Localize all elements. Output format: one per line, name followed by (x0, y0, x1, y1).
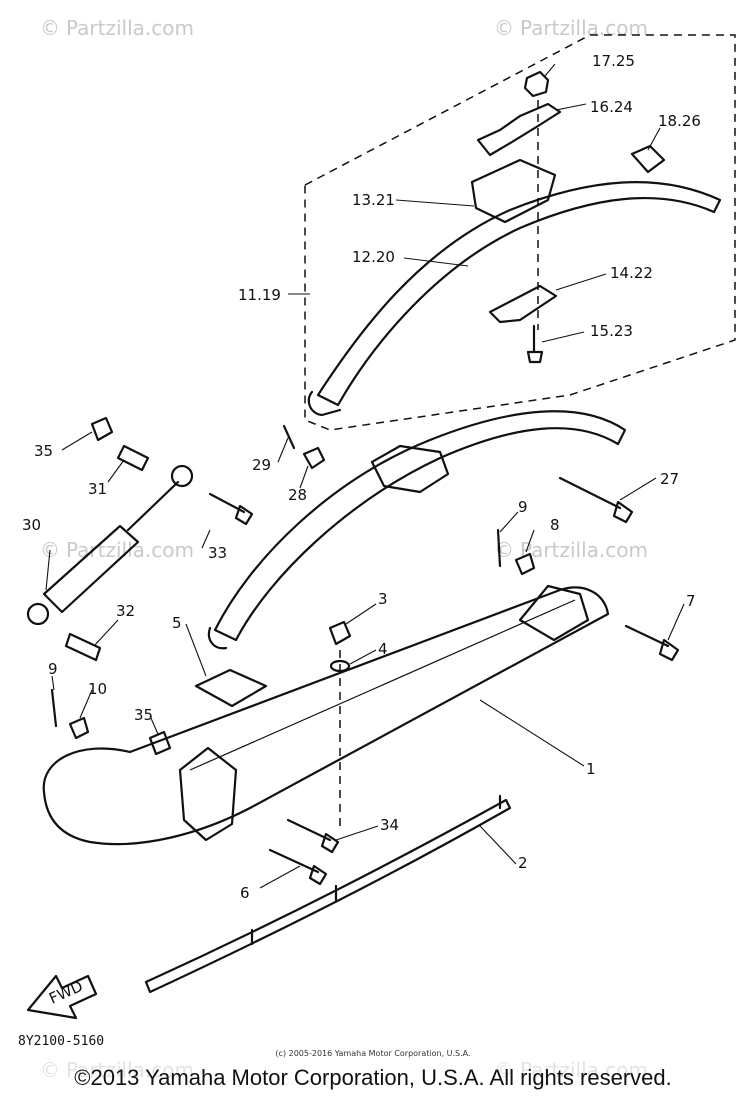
collar-32 (64, 632, 102, 662)
nut-3 (328, 620, 352, 646)
callout: 17.25 (592, 52, 635, 70)
bushing-35-lower (148, 730, 172, 756)
cotter-pin-29 (282, 424, 296, 450)
callout: 1 (586, 760, 596, 778)
pin-9-front (50, 688, 58, 728)
small-copyright: (c) 2005-2016 Yamaha Motor Corporation, … (275, 1049, 471, 1058)
bushing-35 (90, 416, 114, 442)
callout: 27 (660, 470, 679, 488)
nut-28 (302, 446, 326, 470)
callout: 14.22 (610, 264, 653, 282)
shock-body (42, 524, 140, 614)
callout: 15.23 (590, 322, 633, 340)
spring-plate (488, 284, 558, 324)
shock-eye-top (170, 464, 194, 488)
watermark: ©Partzilla.com (494, 16, 648, 40)
callout: 3 (378, 590, 388, 608)
assembly-outline (304, 34, 736, 431)
spring-eye-upper (307, 390, 342, 417)
callout: 16.24 (590, 98, 633, 116)
spring-clamp (476, 102, 562, 157)
shock-eye-bottom (26, 602, 50, 626)
callout: 8 (550, 516, 560, 534)
watermark: ©Partzilla.com (40, 16, 194, 40)
leaf-spring-lower (213, 410, 627, 642)
spring-seat (470, 158, 557, 224)
plate-5 (194, 668, 268, 708)
bolt-34 (286, 818, 340, 854)
ski-edge-line (189, 599, 576, 771)
bolt-33 (208, 492, 254, 526)
leader-lines (45, 63, 685, 889)
nut-8 (514, 552, 536, 576)
callout: 4 (378, 640, 388, 658)
ski (42, 586, 610, 846)
callout: 13.21 (352, 191, 395, 209)
callout: 30 (22, 516, 41, 534)
copyright-notice: ©2013 Yamaha Motor Corporation, U.S.A. A… (74, 1065, 672, 1090)
callout: 34 (380, 816, 399, 834)
diagram-code: 8Y2100-5160 (18, 1034, 105, 1049)
callout: 32 (116, 602, 135, 620)
ski-bracket-front (178, 746, 238, 842)
callout: 6 (240, 884, 250, 902)
runner (144, 798, 512, 994)
nut-top (523, 70, 550, 98)
collar (630, 144, 666, 174)
bolt-6 (268, 848, 328, 886)
callout: 7 (686, 592, 696, 610)
callout: 31 (88, 480, 107, 498)
callout: 35 (34, 442, 53, 460)
callout: 12.20 (352, 248, 395, 266)
callout: 18.26 (658, 112, 701, 130)
bolt-27 (558, 476, 634, 524)
pin-9-rear (496, 528, 502, 568)
callout: 28 (288, 486, 307, 504)
callout: 29 (252, 456, 271, 474)
callout: 9 (518, 498, 528, 516)
runner-studs (250, 794, 502, 946)
shock-rod (126, 480, 180, 532)
spring-mount (370, 444, 450, 494)
callout: 2 (518, 854, 528, 872)
ski-bracket-rear (518, 584, 590, 642)
bolt-7 (624, 624, 680, 662)
callout: 11.19 (238, 286, 281, 304)
nut-10 (68, 716, 90, 740)
collar-31 (116, 444, 150, 472)
watermark: ©Partzilla.com (494, 538, 648, 562)
callout: 5 (172, 614, 182, 632)
callout: 33 (208, 544, 227, 562)
callout: 35 (134, 706, 153, 724)
watermark: ©Partzilla.com (494, 1058, 648, 1082)
fwd-arrow-icon (26, 974, 98, 1020)
watermark: ©Partzilla.com (40, 1058, 194, 1082)
callout: 10 (88, 680, 107, 698)
spring-eye-lower (207, 626, 228, 650)
callout: 9 (48, 660, 58, 678)
bolt-15 (526, 324, 544, 364)
